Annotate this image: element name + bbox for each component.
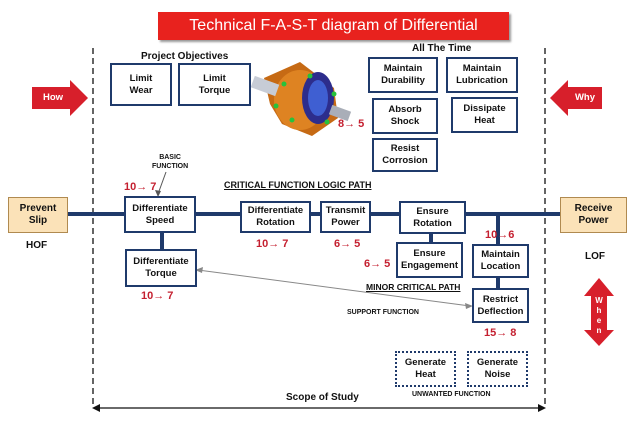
score-ensure-engagement: 6→ 5 [364, 258, 391, 270]
unwanted-function-label: UNWANTED FUNCTION [412, 391, 491, 398]
support-function-line [197, 269, 471, 307]
diagram-title: Technical F-A-S-T diagram of Differentia… [158, 12, 509, 62]
score-image: 8→ 5 [338, 118, 365, 130]
minor-critical-path-label: MINOR CRITICAL PATH [366, 282, 461, 292]
score-transmit-power: 6→ 5 [334, 238, 361, 250]
how-arrow [32, 80, 88, 116]
project-objectives-heading: Project Objectives [141, 51, 229, 62]
how-label: How [42, 92, 64, 103]
hof-label: HOF [26, 240, 48, 251]
score-differentiate-torque: 10→ 7 [141, 290, 174, 302]
all-the-time-heading: All The Time [412, 43, 472, 54]
support-function-label: SUPPORT FUNCTION [347, 309, 419, 316]
score-differentiate-rotation: 10→ 7 [256, 238, 289, 250]
scope-of-study-label: Scope of Study [286, 392, 359, 403]
basic-function-pointer [157, 171, 167, 195]
why-label: Why [574, 92, 596, 103]
score-differentiate-speed: 10→ 7 [124, 181, 157, 193]
lof-label: LOF [585, 251, 605, 262]
why-arrow [550, 80, 602, 116]
differential-assembly-image [250, 62, 352, 136]
critical-path-label: CRITICAL FUNCTION LOGIC PATH [224, 180, 372, 190]
score-restrict-deflection: 15→ 8 [484, 327, 517, 339]
score-maintain-location: 10→6 [485, 229, 515, 241]
when-arrow [584, 278, 614, 346]
